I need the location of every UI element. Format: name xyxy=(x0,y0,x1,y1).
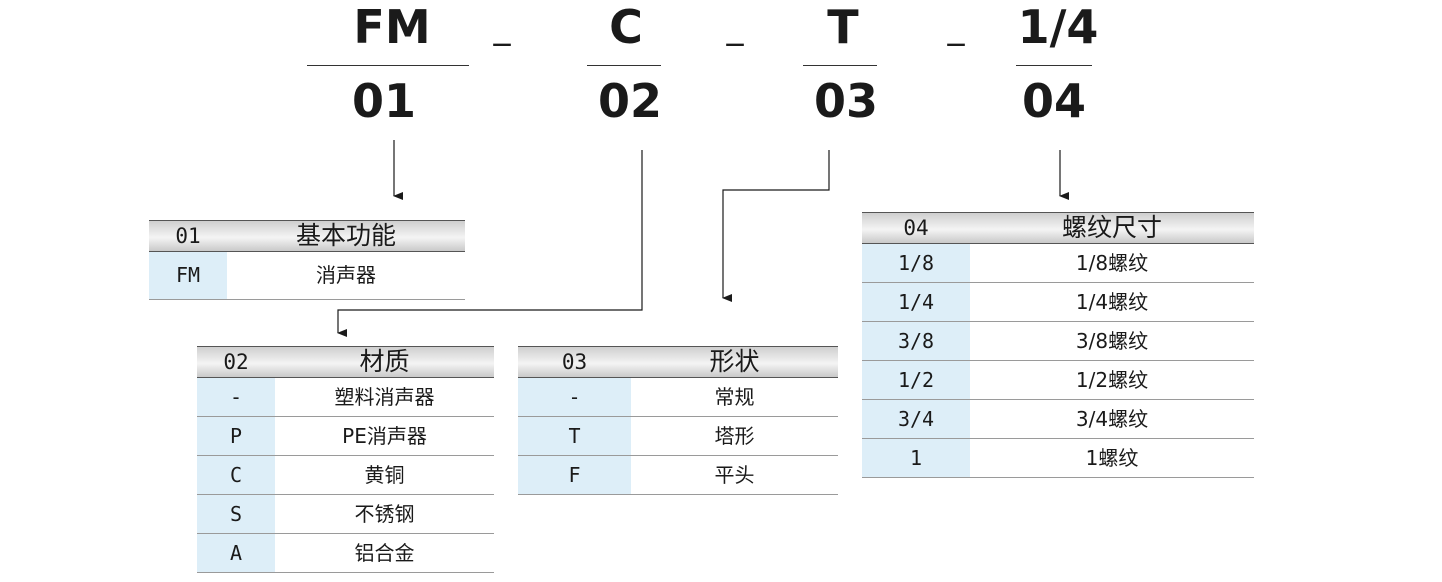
row-code: T xyxy=(518,417,631,455)
table-header-title: 基本功能 xyxy=(295,221,396,250)
position-number-3: 03 xyxy=(813,74,878,128)
table-header: 03 形状 xyxy=(518,346,838,378)
code-rule-2 xyxy=(587,65,661,66)
position-number-1: 01 xyxy=(351,74,416,128)
code-part-1: FM xyxy=(353,0,431,54)
arrow-03 xyxy=(722,150,830,302)
table-basic-function: 01 基本功能 FM 消声器 xyxy=(149,220,465,300)
row-desc: 1/8螺纹 xyxy=(1075,251,1149,275)
row-desc: 3/8螺纹 xyxy=(1075,329,1149,353)
table-header-key: 01 xyxy=(175,224,201,248)
code-part-4: 1/4 xyxy=(1017,0,1099,54)
table-row: P PE消声器 xyxy=(197,417,494,456)
separator-2: _ xyxy=(726,7,744,47)
row-desc: 平头 xyxy=(714,463,755,487)
row-desc: 消声器 xyxy=(316,263,376,287)
position-number-4: 04 xyxy=(1021,74,1086,128)
position-number-2: 02 xyxy=(597,74,662,128)
table-row: T 塔形 xyxy=(518,417,838,456)
row-desc: 1/4螺纹 xyxy=(1075,290,1149,314)
code-part-3: T xyxy=(827,0,859,54)
row-desc: 不锈钢 xyxy=(354,502,415,526)
row-code: 3/4 xyxy=(862,400,970,438)
arrow-02 xyxy=(337,150,643,337)
table-row: 1 1螺纹 xyxy=(862,439,1254,478)
table-thread-size: 04 螺纹尺寸 1/8 1/8螺纹 1/4 1/4螺纹 3/8 3/8螺纹 1/… xyxy=(862,212,1254,478)
row-code: 3/8 xyxy=(862,322,970,360)
row-code: 1/2 xyxy=(862,361,970,399)
row-code: S xyxy=(197,495,275,533)
row-desc: 铝合金 xyxy=(354,541,415,565)
code-part-2: C xyxy=(609,0,643,54)
table-row: 1/4 1/4螺纹 xyxy=(862,283,1254,322)
row-desc: 塑料消声器 xyxy=(334,385,435,409)
row-desc: 3/4螺纹 xyxy=(1075,407,1149,431)
table-header: 02 材质 xyxy=(197,346,494,378)
row-desc: PE消声器 xyxy=(342,424,427,448)
table-row: 1/8 1/8螺纹 xyxy=(862,244,1254,283)
table-header-title: 螺纹尺寸 xyxy=(1061,213,1162,242)
table-row: 3/8 3/8螺纹 xyxy=(862,322,1254,361)
row-code: 1 xyxy=(862,439,970,477)
table-row: FM 消声器 xyxy=(149,252,465,300)
table-header: 04 螺纹尺寸 xyxy=(862,212,1254,244)
code-rule-4 xyxy=(1016,65,1092,66)
table-row: F 平头 xyxy=(518,456,838,495)
row-code: - xyxy=(197,378,275,416)
table-material: 02 材质 - 塑料消声器 P PE消声器 C 黄铜 S 不锈钢 A 铝合金 xyxy=(197,346,494,573)
row-desc: 塔形 xyxy=(714,424,755,448)
separator-1: _ xyxy=(493,7,511,47)
row-desc: 黄铜 xyxy=(364,463,405,487)
table-row: - 塑料消声器 xyxy=(197,378,494,417)
table-shape: 03 形状 - 常规 T 塔形 F 平头 xyxy=(518,346,838,495)
row-code: - xyxy=(518,378,631,416)
row-code: F xyxy=(518,456,631,494)
row-code: 1/8 xyxy=(862,244,970,282)
row-code: C xyxy=(197,456,275,494)
row-code: A xyxy=(197,534,275,572)
table-header: 01 基本功能 xyxy=(149,220,465,252)
row-desc: 1螺纹 xyxy=(1085,446,1139,470)
table-row: - 常规 xyxy=(518,378,838,417)
table-header-title: 材质 xyxy=(359,347,410,376)
code-rule-3 xyxy=(803,65,877,66)
row-code: FM xyxy=(149,252,227,299)
table-row: A 铝合金 xyxy=(197,534,494,573)
table-header-key: 03 xyxy=(561,350,588,374)
code-rule-1 xyxy=(307,65,469,66)
table-header-key: 02 xyxy=(223,350,249,374)
separator-3: _ xyxy=(947,7,965,47)
row-desc: 1/2螺纹 xyxy=(1075,368,1149,392)
row-desc: 常规 xyxy=(714,385,755,409)
row-code: 1/4 xyxy=(862,283,970,321)
row-code: P xyxy=(197,417,275,455)
table-header-key: 04 xyxy=(903,216,929,240)
table-row: 3/4 3/4螺纹 xyxy=(862,400,1254,439)
table-row: S 不锈钢 xyxy=(197,495,494,534)
table-header-title: 形状 xyxy=(709,347,760,376)
table-row: C 黄铜 xyxy=(197,456,494,495)
table-row: 1/2 1/2螺纹 xyxy=(862,361,1254,400)
